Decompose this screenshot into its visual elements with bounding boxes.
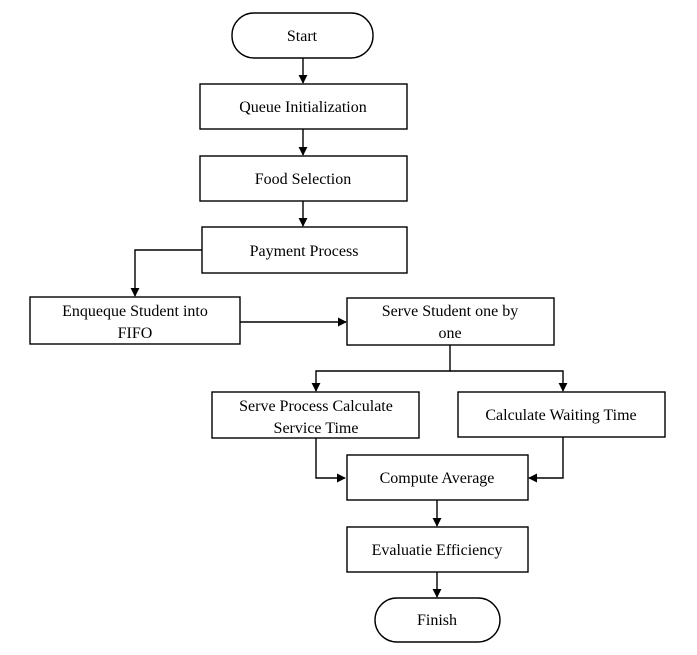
node-serve-process-label-line2: Service Time: [274, 420, 359, 437]
node-food-selection: Food Selection: [199, 155, 408, 202]
node-queue-initialization: Queue Initialization: [199, 83, 408, 130]
arrow-serve-process-to-compute-average: [315, 438, 346, 483]
node-serve-student-label-line1: Serve Student one by: [382, 303, 518, 320]
node-evaluate-efficiency-label: Evaluatie Efficiency: [372, 542, 503, 559]
connectors: [130, 58, 568, 598]
node-enqueue-student-label-line1: Enqueque Student into: [62, 303, 208, 320]
node-evaluate-efficiency: Evaluatie Efficiency: [346, 526, 529, 573]
node-start-label: Start: [287, 28, 318, 45]
node-serve-process: Serve Process Calculate Service Time: [211, 391, 420, 439]
arrow-serve-one-to-serve-process: [311, 345, 451, 392]
node-finish-label: Finish: [417, 612, 457, 629]
node-serve-process-label-line1: Serve Process Calculate: [239, 398, 393, 415]
node-queue-initialization-label: Queue Initialization: [239, 99, 367, 116]
node-finish: Finish: [374, 597, 501, 643]
node-food-selection-label: Food Selection: [255, 171, 351, 188]
node-serve-student-label-line2: one: [438, 325, 461, 342]
arrow-payment-to-enqueue: [130, 249, 203, 297]
arrow-waiting-time-to-compute-average: [528, 437, 564, 483]
arrow-serve-one-to-waiting-time: [450, 370, 568, 392]
node-serve-student: Serve Student one by one: [346, 297, 555, 346]
node-enqueue-student-label-line2: FIFO: [118, 325, 153, 342]
node-enqueue-student: Enqueque Student into FIFO: [29, 296, 241, 345]
node-calculate-waiting-time-label: Calculate Waiting Time: [485, 407, 636, 424]
node-compute-average-label: Compute Average: [380, 470, 495, 487]
node-calculate-waiting-time: Calculate Waiting Time: [457, 391, 666, 438]
node-payment-process: Payment Process: [201, 226, 408, 274]
node-start: Start: [231, 12, 374, 59]
node-payment-process-label: Payment Process: [250, 243, 359, 260]
node-compute-average: Compute Average: [346, 454, 529, 501]
